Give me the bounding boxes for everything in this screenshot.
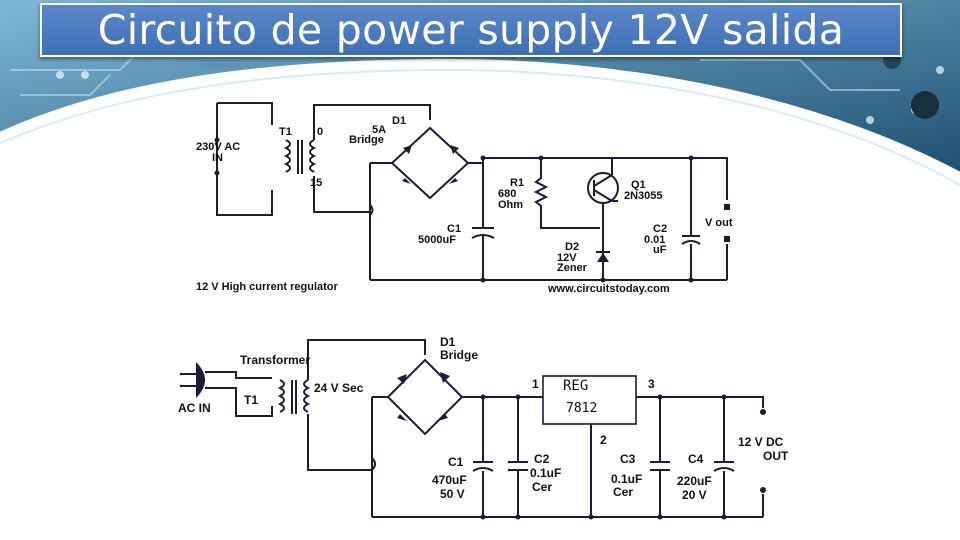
dc-out-terminal [760, 409, 766, 415]
c2-c2-type: Cer [532, 480, 552, 494]
title-banner: Circuito de power supply 12V salida [40, 3, 902, 57]
c2-unit: uF [653, 244, 667, 256]
vout-terminal [724, 236, 730, 242]
c1-value: 5000uF [418, 234, 456, 246]
c1-t1-ref: T1 [279, 126, 292, 138]
c1-input-label-2: IN [212, 152, 223, 164]
c2-c4-ref: C4 [688, 452, 704, 466]
c2-c2-value: 0.1uF [530, 466, 561, 480]
c2-ref: C2 [653, 223, 667, 235]
ac-plug-icon [196, 362, 205, 398]
vout-label: V out [705, 217, 733, 229]
c2-secondary-label: 24 V Sec [314, 381, 364, 395]
zener-d2 [597, 253, 609, 262]
c2-d1-type: Bridge [440, 348, 478, 362]
c2-output-label-2: OUT [763, 449, 789, 463]
regulator-name: REG [563, 378, 588, 394]
d2-ref: D2 [565, 241, 579, 253]
d2-type: Zener [557, 262, 588, 274]
c2-c3-type: Cer [613, 485, 633, 499]
bridge-rectifier-d1 [390, 126, 470, 200]
c2-transformer-primary [277, 379, 285, 413]
c2-value: 0.01 [644, 234, 665, 246]
c1-input-label: 230V AC [196, 141, 240, 153]
c2-c2-ref: C2 [534, 452, 550, 466]
vout-terminal [724, 204, 730, 210]
transformer-primary [283, 139, 291, 173]
c1-tap-top: 0 [317, 126, 323, 138]
regulator-pin-gnd: 2 [600, 433, 607, 447]
c2-c3-value: 0.1uF [611, 472, 642, 486]
c1-ref: C1 [447, 223, 461, 235]
regulator-pin-out: 3 [648, 377, 655, 391]
c1-d1-type: Bridge [349, 134, 384, 146]
c1-tap-bottom: 15 [310, 177, 322, 189]
c2-ac-in-label: AC IN [178, 401, 211, 415]
d2-value: 12V [557, 252, 577, 264]
r1-value: 680 [498, 188, 516, 200]
c2-c1-voltage: 50 V [440, 487, 465, 501]
c2-d1-ref: D1 [440, 335, 456, 349]
ac-input-terminal [214, 137, 220, 143]
c2-transformer-secondary [303, 379, 311, 413]
c2-c1-value: 470uF [432, 473, 467, 487]
page-title: Circuito de power supply 12V salida [97, 6, 845, 54]
c2-c3-ref: C3 [620, 452, 636, 466]
q1-ref: Q1 [631, 179, 646, 191]
c2-t1-ref: T1 [244, 393, 258, 407]
c2-output-label: 12 V DC [738, 435, 784, 449]
r1-resistor [533, 158, 600, 229]
regulator-part: 7812 [566, 401, 597, 416]
r1-ref: R1 [510, 177, 524, 189]
regulator-pin-in: 1 [532, 377, 539, 391]
c1-d1-rating: 5A [372, 124, 386, 136]
c1-website: www.circuitstoday.com [547, 283, 670, 295]
q1-part: 2N3055 [624, 190, 663, 202]
c2-c1-ref: C1 [448, 455, 464, 469]
c1-d1-ref: D1 [392, 115, 406, 127]
c2-c4-voltage: 20 V [682, 488, 707, 502]
transformer-secondary [309, 139, 317, 173]
r1-unit: Ohm [498, 199, 523, 211]
c2-bridge-rectifier-d1 [386, 358, 464, 436]
c2-c4-value: 220uF [677, 474, 712, 488]
c1-caption: 12 V High current regulator [196, 281, 339, 293]
regulator-7812 [542, 375, 637, 425]
c2-transformer-label: Transformer [240, 353, 310, 367]
ac-input-terminal [214, 170, 220, 176]
dc-out-terminal [760, 487, 766, 493]
